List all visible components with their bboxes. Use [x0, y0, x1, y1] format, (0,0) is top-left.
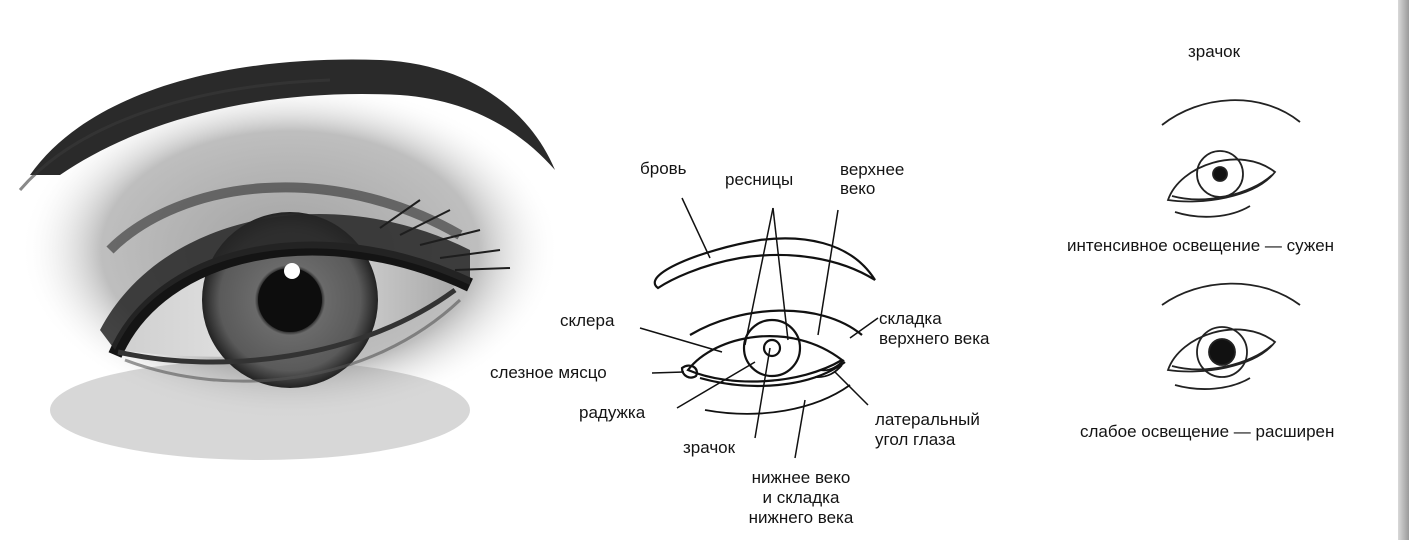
caption-dim-light: слабое освещение — расширен — [1080, 422, 1334, 442]
label-sclera: склера — [560, 311, 614, 331]
label-eyelashes: ресницы — [725, 170, 793, 190]
caption-bright-light: интенсивное освещение — сужен — [1067, 236, 1334, 256]
realistic-eye-drawing — [20, 60, 560, 460]
label-upper-lid-fold: складка верхнего века — [879, 309, 989, 349]
page-edge-shadow — [1398, 0, 1409, 540]
leader-lines — [640, 198, 878, 458]
label-pupil: зрачок — [683, 438, 735, 458]
label-upper-lid: верхнее веко — [840, 160, 904, 198]
eye-line-diagram — [655, 238, 875, 413]
label-iris: радужка — [579, 403, 645, 423]
label-lacrimal-caruncle: слезное мясцо — [490, 363, 607, 383]
pupil-panel-title: зрачок — [1188, 42, 1240, 62]
diagram-upper-crease — [690, 311, 862, 335]
label-brow: бровь — [640, 159, 687, 179]
diagram-lower-crease — [705, 385, 850, 414]
label-lower-lid: нижнее веко и складка нижнего века — [736, 468, 866, 528]
diagram-iris — [744, 320, 800, 376]
label-lateral-corner: латеральный угол глаза — [875, 410, 980, 450]
diagram-pupil — [764, 340, 780, 356]
bright-light-eye — [1162, 100, 1300, 217]
dim-light-eye — [1162, 284, 1300, 389]
highlight-dot — [284, 263, 300, 279]
